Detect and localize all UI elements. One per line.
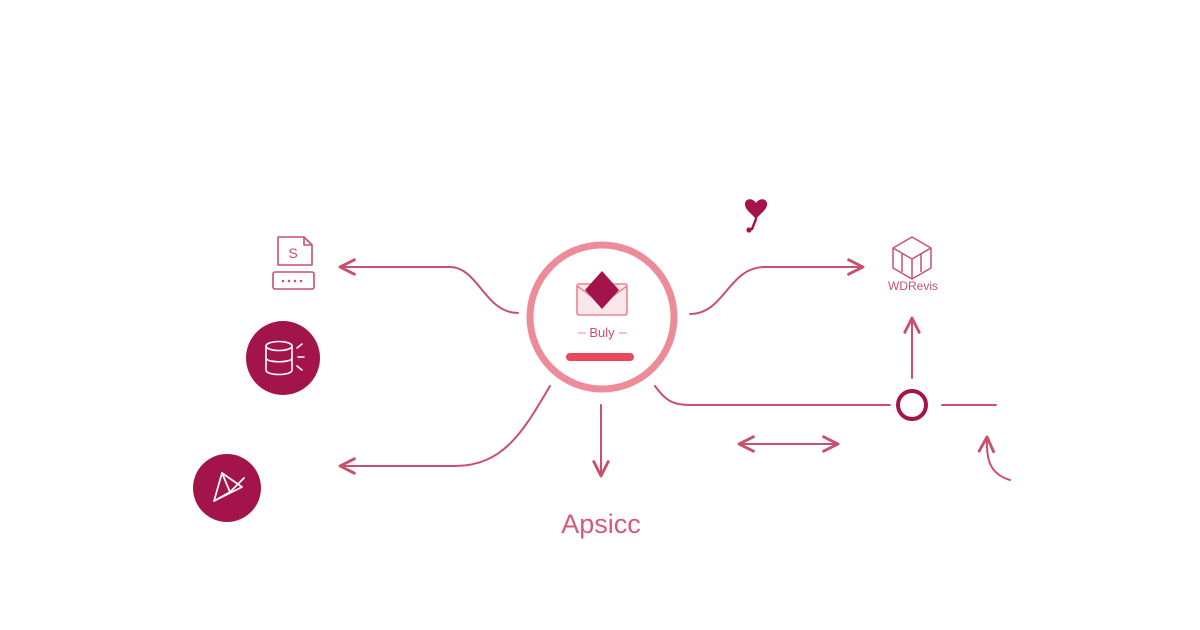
database-node[interactable] <box>246 321 320 395</box>
center-node[interactable]: Buly <box>526 241 678 393</box>
right-node-label: WDRevis <box>888 279 938 293</box>
svg-text:S: S <box>288 245 297 261</box>
connector-center-to-ring <box>654 385 891 406</box>
connector-center-to-document <box>338 258 519 314</box>
envelope-diamond-icon <box>576 271 628 316</box>
center-node-label: Buly <box>589 325 615 340</box>
plane-icon <box>213 472 245 502</box>
right-node[interactable]: WDRevis <box>888 236 938 293</box>
document-card-icon[interactable]: S <box>272 236 315 290</box>
bottom-label: Apsicc <box>561 509 641 539</box>
connector-center-to-right-node <box>689 258 865 315</box>
ring-node[interactable] <box>896 389 928 421</box>
plane-node[interactable] <box>193 454 261 522</box>
heart-note-icon <box>744 199 768 233</box>
curved-up-arrow <box>977 435 1011 481</box>
database-icon <box>265 340 305 376</box>
connector-center-to-bottom-left <box>338 385 551 475</box>
center-progress-bar <box>566 353 634 361</box>
cube-icon <box>892 236 932 280</box>
connectors <box>338 258 1011 481</box>
